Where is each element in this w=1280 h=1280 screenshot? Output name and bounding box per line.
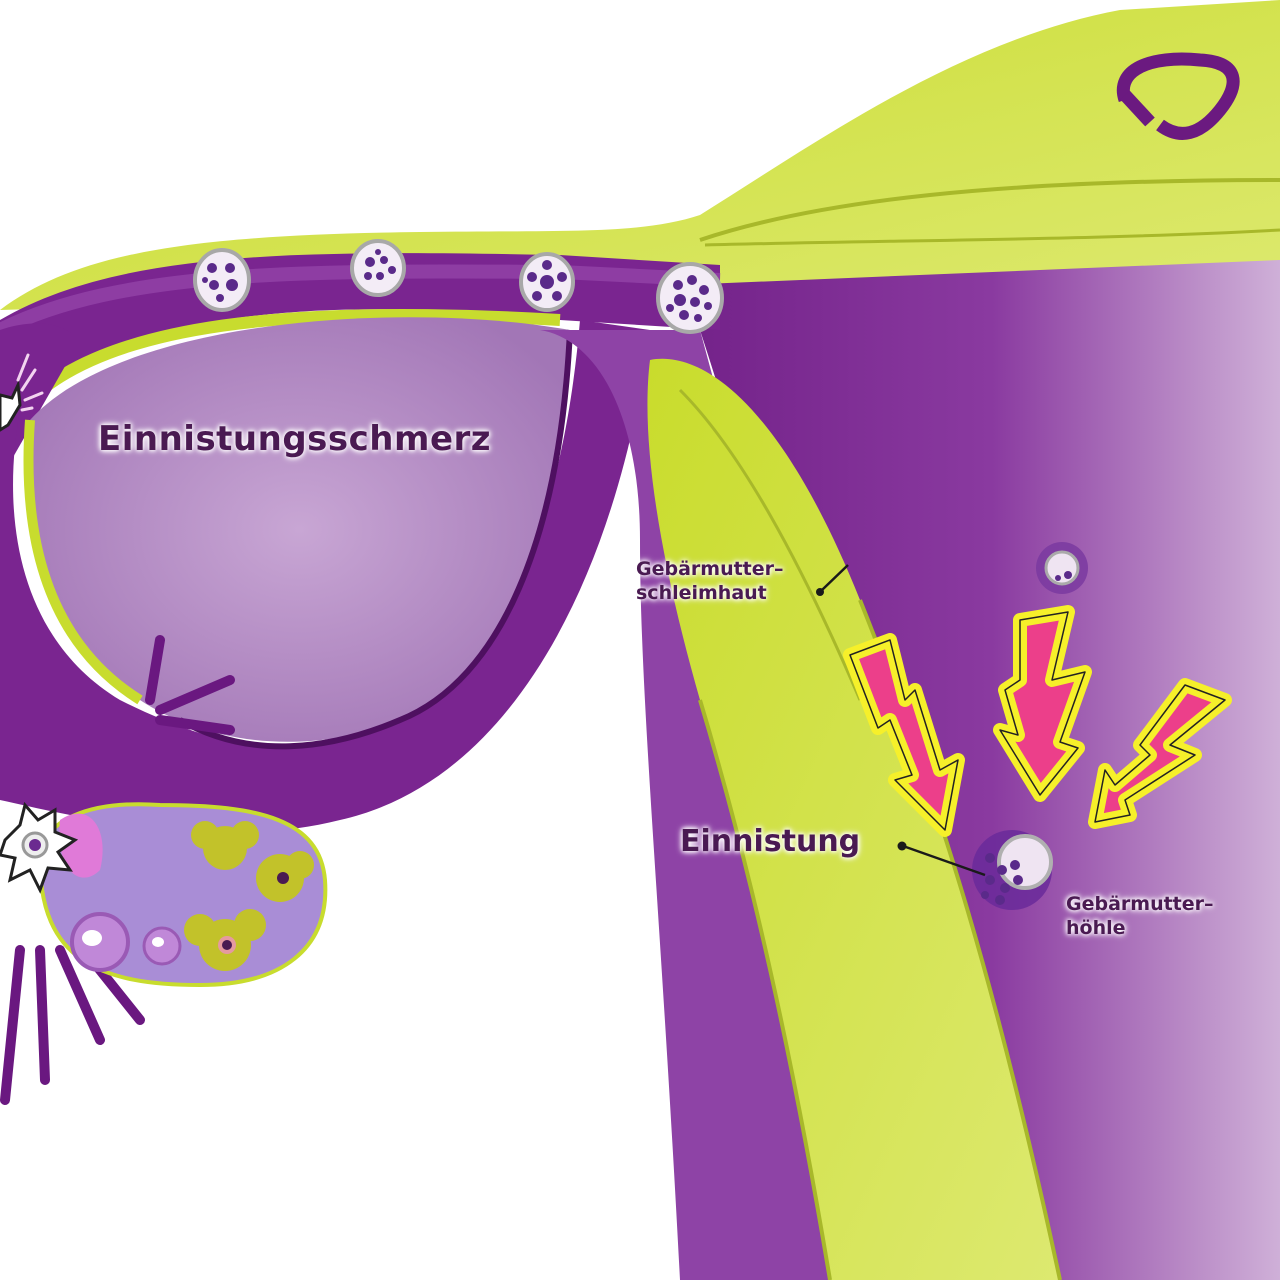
embryo-cell-3 bbox=[519, 252, 575, 312]
embryo-cell-2 bbox=[350, 239, 406, 297]
released-egg-icon bbox=[0, 801, 79, 894]
implanting-blastocyst bbox=[972, 830, 1053, 910]
brand-logo-icon bbox=[1116, 52, 1240, 140]
label-endometrium-line-1: Gebärmutter– bbox=[636, 558, 784, 580]
blastocyst-floating bbox=[1036, 542, 1088, 594]
pointer-implantation bbox=[897, 841, 986, 877]
pointer-endometrium bbox=[816, 564, 849, 596]
diagram-title: Einnistungsschmerz bbox=[98, 419, 492, 459]
label-implantation: Einnistung bbox=[680, 824, 861, 859]
label-uterine-cavity-line-1: Gebärmutter– bbox=[1066, 893, 1214, 915]
label-uterine-cavity-line-2: höhle bbox=[1066, 916, 1126, 939]
tube-curl bbox=[0, 317, 650, 833]
pain-bolt-icon-1 bbox=[843, 633, 965, 837]
ovary bbox=[37, 802, 328, 988]
embryo-cell-1 bbox=[193, 248, 251, 312]
label-uterine-cavity: Gebärmutter– höhle bbox=[1066, 893, 1214, 941]
pain-bolt-icon-2 bbox=[993, 605, 1092, 802]
fimbriae bbox=[0, 635, 235, 1105]
embryo-cell-4 bbox=[656, 262, 724, 334]
label-endometrium: Gebärmutter– schleimhaut bbox=[636, 558, 784, 606]
pain-bolt-icon-3 bbox=[1088, 678, 1232, 829]
flash-star-icon bbox=[0, 353, 44, 432]
uterus-fundus bbox=[0, 0, 1280, 310]
label-endometrium-line-2: schleimhaut bbox=[636, 581, 767, 604]
